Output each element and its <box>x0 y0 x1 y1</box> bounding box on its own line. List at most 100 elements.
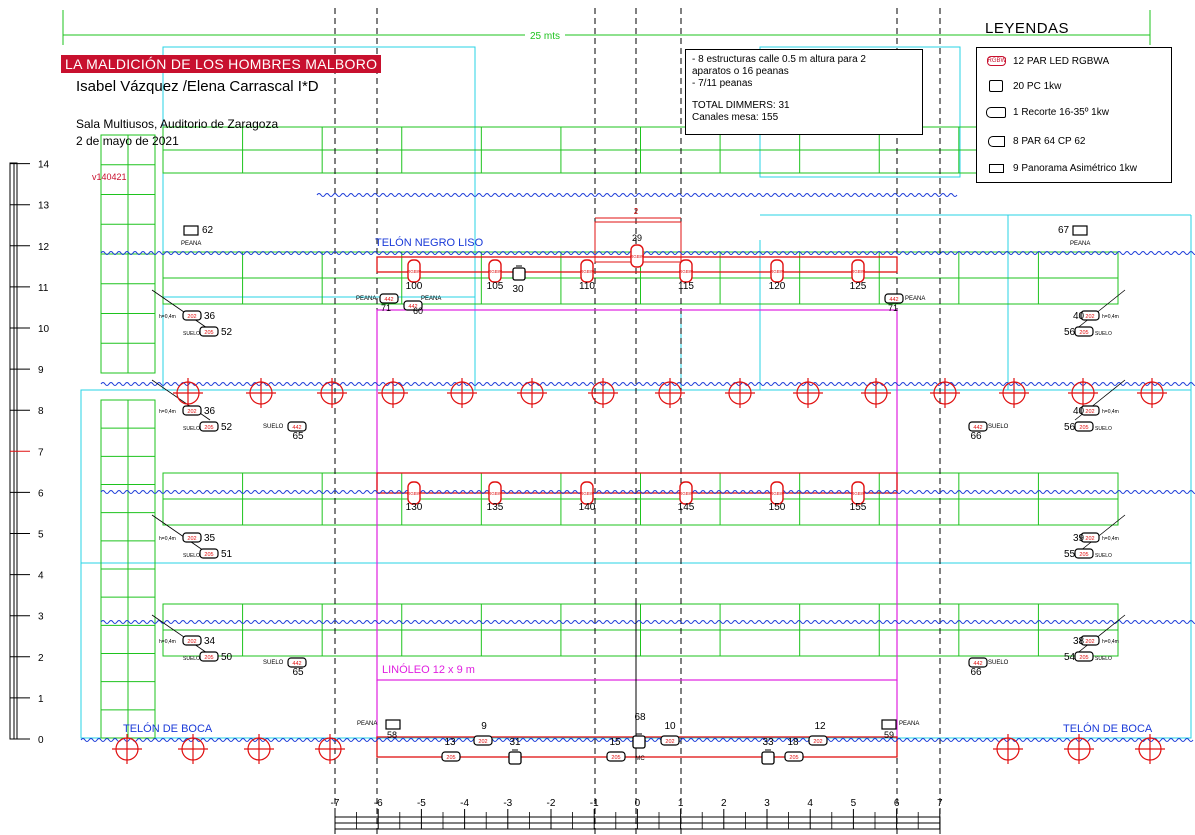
curtain-upper <box>316 193 958 197</box>
tag-code: 205 <box>446 755 455 761</box>
pc-tag: 202 <box>182 310 202 321</box>
pc-tag: 205 <box>1074 548 1094 559</box>
ruler-label: 6 <box>894 798 900 809</box>
par-led-body <box>679 259 693 283</box>
tag-code: 202 <box>187 314 196 320</box>
pano-body <box>385 719 401 730</box>
tag-code: 442 <box>384 297 393 303</box>
par-led-body <box>407 481 421 505</box>
curtain-front-left-label: TELÓN DE BOCA <box>123 722 213 735</box>
ruler-label: 9 <box>38 365 44 376</box>
channel-label: 52 <box>221 327 233 338</box>
par-tag: 442 <box>403 300 423 311</box>
tag-body <box>884 293 904 304</box>
legend-box: RGBW 12 PAR LED RGBWA 20 PC 1kw 1 Recort… <box>976 47 1172 183</box>
rigging-line <box>1074 514 1126 556</box>
channel-label: 15 <box>609 737 621 748</box>
par-tag: 442 <box>968 421 988 432</box>
notes-line: TOTAL DIMMERS: 31 <box>692 100 790 111</box>
legend-label: 1 Recorte 16-35º 1kw <box>1013 106 1109 118</box>
notes-line: Canales mesa: 155 <box>692 112 779 123</box>
pc-tag: 205 <box>1074 326 1094 337</box>
par-led-body <box>679 481 693 505</box>
legend-item: 1 Recorte 16-35º 1kw <box>983 104 1109 120</box>
ruler-label: -2 <box>547 798 556 809</box>
ruler-label: 0 <box>38 735 44 746</box>
peana-label: PEANA <box>905 296 925 302</box>
pc-tag: 202 <box>660 735 680 746</box>
plot-title: LA MALDICIÓN DE LOS HOMBRES MALBORO <box>61 55 382 73</box>
channel-label: 105 <box>487 281 504 292</box>
par-led-code: RGBW <box>679 491 694 496</box>
channel-label: 39 <box>1073 533 1085 544</box>
channel-label: 30 <box>512 284 524 295</box>
tag-code: 202 <box>187 536 196 542</box>
peana-label: PEANA <box>899 721 919 727</box>
tag-body <box>199 548 219 559</box>
par-tag: 442 <box>884 293 904 304</box>
ruler-label: 3 <box>38 612 44 623</box>
channel-label: 66 <box>970 667 982 678</box>
pc-tag: 205 <box>441 751 461 762</box>
channel-label: 18 <box>787 737 799 748</box>
height-label: h=0,4m <box>159 409 176 415</box>
tag-code: 205 <box>1079 552 1088 558</box>
ruler-label: 4 <box>38 571 44 582</box>
channel-label: 56 <box>1064 327 1076 338</box>
par-led-code: RGBW <box>407 491 422 496</box>
par-led-code: RGBW <box>580 269 595 274</box>
tag-body <box>403 300 423 311</box>
channel-label: 40 <box>1073 311 1085 322</box>
par-led-code: RGBW <box>770 269 785 274</box>
tag-body <box>379 293 399 304</box>
tag-body <box>660 735 680 746</box>
par-led-rgbwa-icon: RGBW <box>851 259 866 283</box>
height-label: h=0,4m <box>1102 314 1119 320</box>
curtain-black-label: TELÓN NEGRO LISO <box>375 236 484 249</box>
pano-body <box>881 719 897 730</box>
notes-box: - 8 estructuras calle 0.5 m altura para … <box>685 49 923 135</box>
venue: Sala Multiusos, Auditorio de Zaragoza <box>76 117 279 131</box>
tag-body <box>199 651 219 662</box>
pc-spotlight-icon <box>512 265 526 281</box>
suelo-label: SUELO <box>1095 426 1112 432</box>
channel-label: 35 <box>204 533 216 544</box>
tag-body <box>1080 405 1100 416</box>
ruler-label: -7 <box>331 798 340 809</box>
pc-tag: 202 <box>1080 635 1100 646</box>
pc-tag: 205 <box>606 751 626 762</box>
ruler-label: 7 <box>937 798 943 809</box>
par-led-rgbwa-icon: RGBW <box>407 481 422 505</box>
tag-body <box>1074 326 1094 337</box>
asymmetric-panorama-icon <box>183 225 199 236</box>
par-led-code: RGBW <box>851 269 866 274</box>
ruler-label: 14 <box>38 160 50 171</box>
tag-body <box>1074 421 1094 432</box>
channel-label: 13 <box>444 737 456 748</box>
channel-label: 52 <box>221 422 233 433</box>
channel-label: 9 <box>481 721 487 732</box>
ruler-label: 6 <box>38 488 44 499</box>
height-label: h=0,4m <box>1102 639 1119 645</box>
profile-spotlight-icon <box>632 733 646 749</box>
ruler-label: -4 <box>460 798 469 809</box>
legend-label: 9 Panorama Asimétrico 1kw <box>1013 162 1137 174</box>
tag-code: 205 <box>789 755 798 761</box>
channel-label: 12 <box>814 721 826 732</box>
tag-body <box>199 421 219 432</box>
par-led-rgbwa-icon: RGBW <box>679 259 694 283</box>
tag-code: 205 <box>611 755 620 761</box>
par-tag: 442 <box>287 657 307 668</box>
curtain-front-right-label: TELÓN DE BOCA <box>1063 722 1153 735</box>
channel-label: 59 <box>884 730 894 740</box>
asymmetric-panorama-icon <box>1072 225 1088 236</box>
channel-label: 135 <box>487 502 504 513</box>
notes-line: - 7/11 peanas <box>692 78 753 89</box>
tag-body <box>968 657 988 668</box>
tag-code: 202 <box>478 739 487 745</box>
suelo-label: SUELO <box>183 656 200 662</box>
pc-tag: 205 <box>784 751 804 762</box>
ruler-label: -5 <box>417 798 426 809</box>
channel-label: 155 <box>850 502 867 513</box>
